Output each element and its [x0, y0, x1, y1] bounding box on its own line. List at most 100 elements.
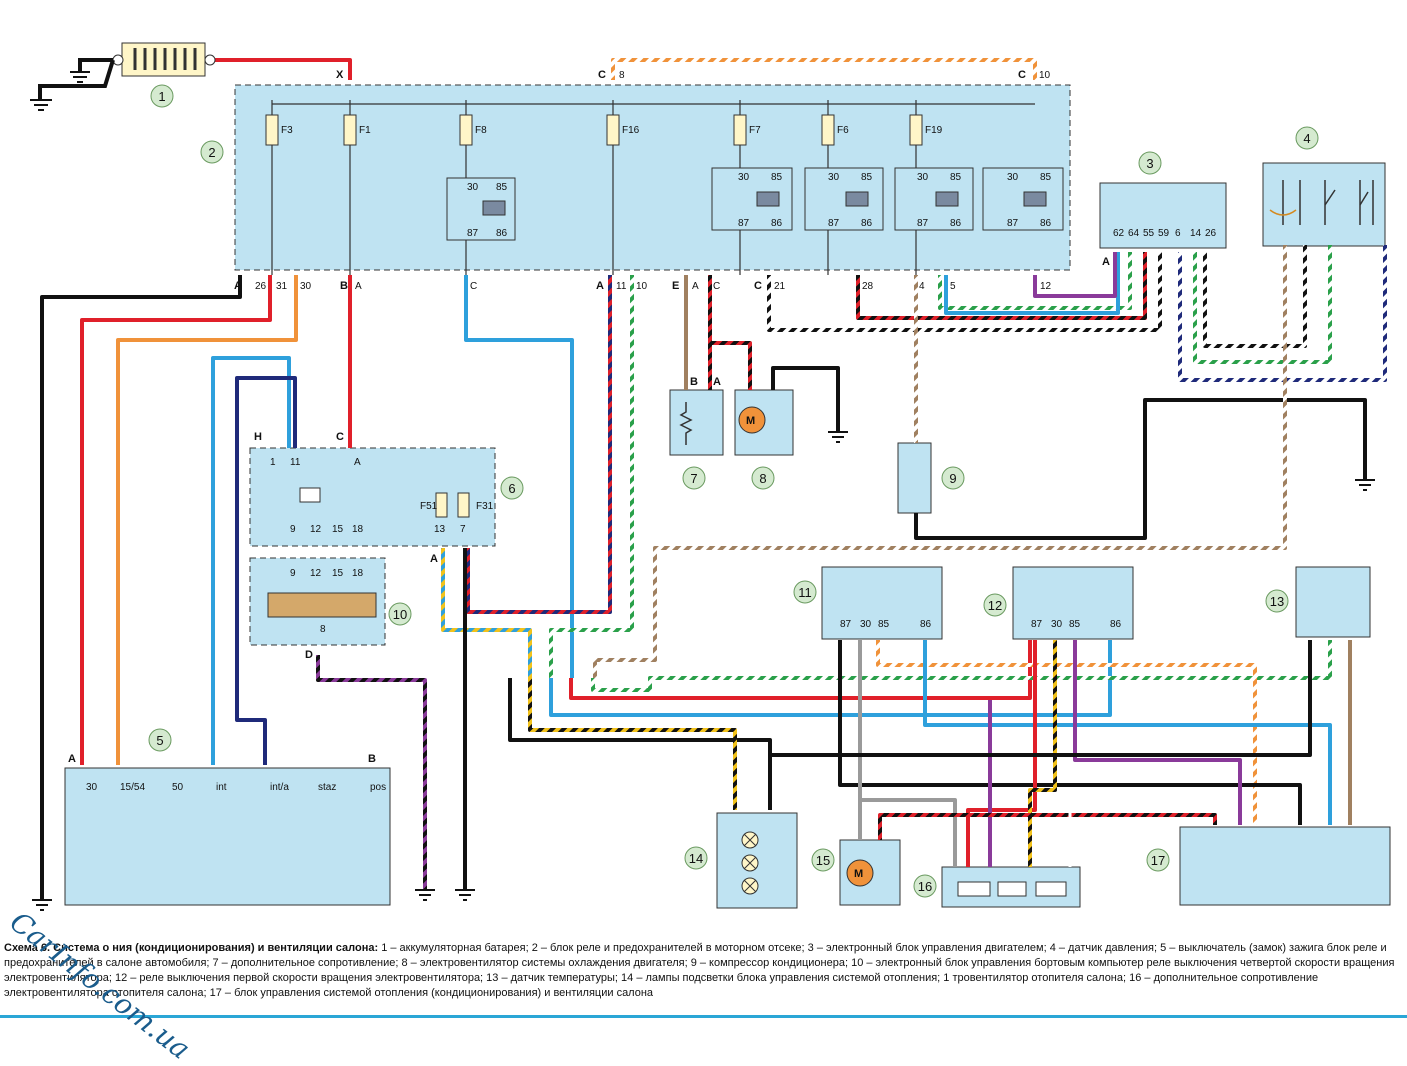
pin-label: 86: [496, 228, 508, 239]
component-number: 16: [918, 879, 932, 894]
pin-label: 5: [950, 281, 956, 292]
pin-label: 85: [1069, 619, 1081, 630]
component-number: 11: [798, 585, 812, 600]
pin-label: 7: [460, 524, 466, 535]
pin-label: C: [336, 431, 344, 443]
component-number: 7: [690, 471, 697, 486]
pin-label: E: [672, 280, 679, 292]
component-number: 8: [759, 471, 766, 486]
pin-label: X: [336, 69, 344, 81]
pin-label: 30: [86, 782, 98, 793]
pin-label: 18: [352, 568, 364, 579]
pin-label: 55: [1143, 228, 1155, 239]
pin-label: B: [340, 280, 348, 292]
block-3-engine-ecu: [1099, 182, 1227, 249]
pin-label: 4: [919, 281, 925, 292]
pin-label: 6: [1175, 228, 1181, 239]
pin-label: 86: [1110, 619, 1122, 630]
pin-label: C: [1018, 69, 1026, 81]
pin-label: 28: [862, 281, 874, 292]
pin-label: 87: [840, 619, 852, 630]
pin-label: pos: [370, 782, 386, 793]
component-badge: [200, 140, 224, 164]
pin-label: 30: [860, 619, 872, 630]
pin-label: 9: [290, 568, 296, 579]
pin-label: int/a: [270, 782, 289, 793]
component-number: 2: [208, 145, 215, 160]
pin-label: 13: [434, 524, 446, 535]
pin-label: 30: [917, 172, 929, 183]
component-number: 14: [689, 851, 703, 866]
pin-label: 59: [1158, 228, 1170, 239]
component-badge: [913, 874, 937, 898]
figure-caption: Схема 6. Система о ния (кондиционировани…: [4, 941, 1402, 1001]
block-12-relay: [1012, 566, 1134, 640]
pin-label: C: [598, 69, 606, 81]
component-badge: [500, 476, 524, 500]
pin-label: B: [690, 376, 698, 388]
fuse-label: F1: [359, 125, 371, 136]
bottom-rule: [0, 1015, 1407, 1018]
caption-text: 1 – аккумуляторная батарея; 2 – блок рел…: [4, 942, 1395, 999]
fuse-label: F16: [622, 125, 640, 136]
component-badge: [811, 848, 835, 872]
component-badge: [682, 466, 706, 490]
fuse: [265, 114, 279, 146]
pin-label: D: [305, 649, 313, 661]
pin-label: 30: [300, 281, 312, 292]
fuse: [733, 114, 747, 146]
pin-label: 87: [467, 228, 479, 239]
pin-label: A: [713, 376, 721, 388]
pin-label: 9: [290, 524, 296, 535]
fuse: [343, 114, 357, 146]
motor-icon: M M: [738, 406, 874, 887]
component-number: 1: [158, 89, 165, 104]
component-badge: [1138, 151, 1162, 175]
pin-label: 8: [619, 70, 625, 81]
ground-icon: [30, 71, 1375, 911]
pin-label: 86: [950, 218, 962, 229]
block-7-resistor: [669, 389, 724, 456]
component-number: 3: [1146, 156, 1153, 171]
pin-label: H: [254, 431, 262, 443]
pin-label: 30: [738, 172, 750, 183]
component-number: 12: [988, 598, 1002, 613]
component-badge: [150, 84, 174, 108]
component-badge: [388, 602, 412, 626]
fuse: [821, 114, 835, 146]
component-number: 5: [156, 733, 163, 748]
pin-label: 86: [1040, 218, 1052, 229]
pin-label: 26: [255, 281, 267, 292]
module-10-body: [267, 592, 377, 618]
pin-label: 87: [1007, 218, 1019, 229]
fuse-label: F8: [475, 125, 487, 136]
pressure-switches: [1269, 180, 1374, 225]
component-number: 15: [816, 853, 830, 868]
component-badge: [941, 466, 965, 490]
component-badge: [1265, 589, 1289, 613]
fuse: [459, 114, 473, 146]
pin-label: C: [470, 281, 477, 292]
pin-label: B: [368, 753, 376, 765]
pin-label: 15/54: [120, 782, 145, 793]
pin-label: 30: [1051, 619, 1063, 630]
block-13-temp-sensor: [1295, 566, 1371, 638]
pin-label: A: [355, 281, 362, 292]
pin-label: 11: [616, 281, 627, 292]
pin-label: A: [354, 457, 361, 468]
component-badge: [148, 728, 172, 752]
caption-title: Схема 6. Система о ния (кондиционировани…: [4, 942, 379, 954]
block-9-compressor: [897, 442, 932, 514]
pin-label: 10: [636, 281, 648, 292]
pin-label: A: [596, 280, 604, 292]
pin-label: 15: [332, 524, 344, 535]
component-badge: [1295, 126, 1319, 150]
pin-label: 86: [771, 218, 783, 229]
fuse: [909, 114, 923, 146]
fuse-label-f51: F51: [420, 501, 438, 512]
pin-label: 12: [310, 524, 322, 535]
component-number: 17: [1151, 853, 1165, 868]
pin-label: 21: [774, 281, 786, 292]
pin-label: 11: [290, 457, 301, 468]
